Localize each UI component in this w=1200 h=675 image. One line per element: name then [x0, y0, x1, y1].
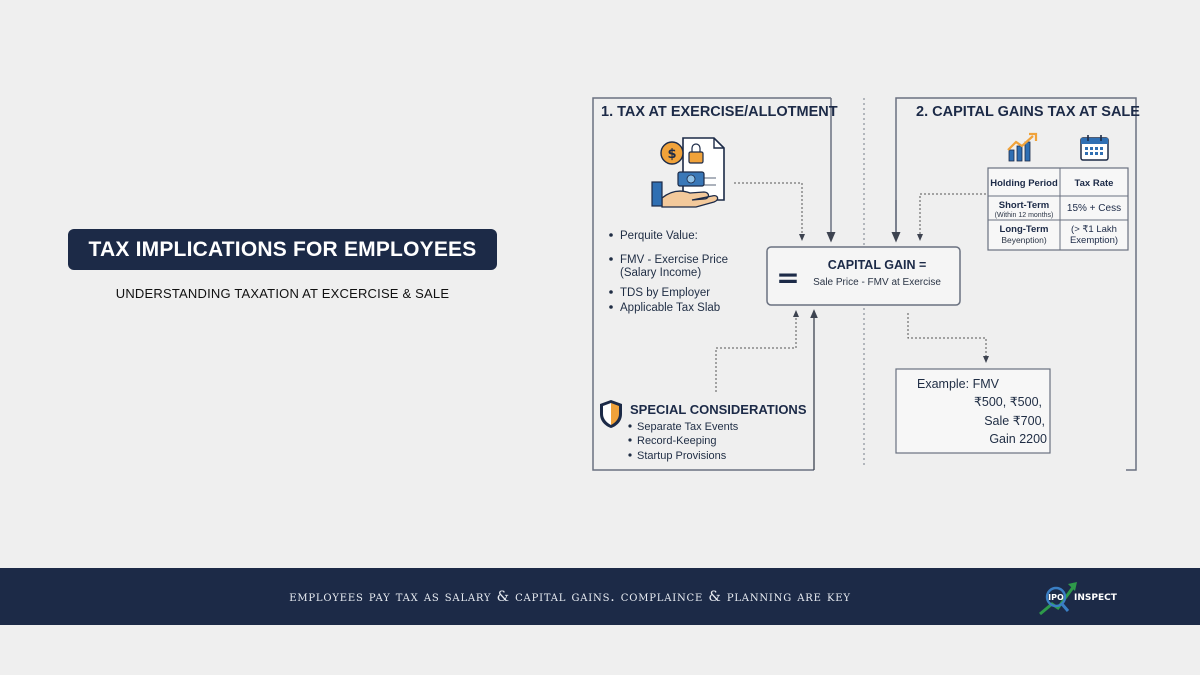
- table-header-period: Holding Period: [990, 178, 1058, 189]
- logo-right-text: INSPECT: [1074, 593, 1118, 603]
- sale-connector: [917, 193, 986, 241]
- special-connector: [715, 310, 799, 392]
- shield-icon: [600, 400, 622, 428]
- example-line-2: ₹500, ₹500,: [974, 395, 1042, 409]
- special-title: SPECIAL CONSIDERATIONS: [630, 402, 807, 417]
- long-term-note: Beyenption): [1001, 235, 1047, 245]
- slide-subtitle: UNDERSTANDING TAXATION AT EXCERCISE & SA…: [115, 286, 450, 301]
- long-term-period: Long-Term: [1000, 224, 1049, 235]
- salary-document-icon: $: [651, 137, 725, 208]
- svg-text:TDS by Employer: TDS by Employer: [620, 287, 710, 299]
- svg-text:FMV - Exercise Price: FMV - Exercise Price: [620, 254, 728, 266]
- svg-text:(Salary Income): (Salary Income): [620, 267, 701, 279]
- svg-text:Applicable Tax Slab: Applicable Tax Slab: [620, 302, 720, 314]
- short-term-rate: 15% + Cess: [1067, 203, 1121, 214]
- capital-gain-formula: Sale Price - FMV at Exercise: [813, 277, 941, 288]
- svg-text:Separate Tax Events: Separate Tax Events: [637, 421, 739, 433]
- short-term-period: Short-Term: [999, 200, 1050, 211]
- sale-panel-title: 2. CAPITAL GAINS TAX AT SALE: [916, 104, 1140, 120]
- exercise-panel-frame: [592, 97, 831, 471]
- ipo-inspect-logo: IPO INSPECT: [1039, 582, 1118, 616]
- slide-title: TAX IMPLICATIONS FOR EMPLOYEES: [68, 229, 497, 270]
- long-term-rate-2: Exemption): [1070, 235, 1118, 246]
- capital-gain-box: = CAPITAL GAIN = Sale Price - FMV at Exe…: [766, 246, 961, 306]
- exercise-panel-title: 1. TAX AT EXERCISE/ALLOTMENT: [601, 104, 838, 120]
- capital-gain-title: CAPITAL GAIN =: [828, 258, 927, 272]
- example-line-3: Sale ₹700,: [984, 414, 1045, 428]
- svg-text:Startup Provisions: Startup Provisions: [637, 450, 727, 462]
- tax-rate-table: Holding Period Tax Rate Short-Term (With…: [987, 167, 1129, 251]
- sale-panel-frame: [895, 97, 1137, 471]
- svg-text:$: $: [667, 147, 676, 162]
- growth-chart-icon: [1007, 132, 1038, 162]
- logo-left-text: IPO: [1048, 593, 1064, 602]
- special-items: Separate Tax Events Record-Keeping Start…: [628, 421, 739, 462]
- example-line-4: Gain 2200: [989, 432, 1047, 446]
- calendar-icon: [1080, 135, 1109, 161]
- exercise-connector: [734, 182, 805, 241]
- example-line-1: Example: FMV: [917, 377, 1000, 391]
- long-term-rate: (> ₹1 Lakh: [1071, 224, 1117, 235]
- table-header-rate: Tax Rate: [1075, 178, 1114, 189]
- footer-text: employees pay tax as salary & capital ga…: [289, 588, 851, 605]
- equals-symbol: =: [776, 261, 799, 294]
- short-term-note: (Within 12 months): [995, 212, 1054, 219]
- svg-text:Perquite Value:: Perquite Value:: [620, 230, 698, 242]
- svg-text:Record-Keeping: Record-Keeping: [637, 435, 717, 447]
- footer-bar: employees pay tax as salary & capital ga…: [0, 568, 1200, 625]
- example-connector: [907, 313, 989, 363]
- example-box: Example: FMV ₹500, ₹500, Sale ₹700, Gain…: [895, 368, 1051, 454]
- exercise-bullets: Perquite Value: FMV - Exercise Price (Sa…: [609, 230, 728, 314]
